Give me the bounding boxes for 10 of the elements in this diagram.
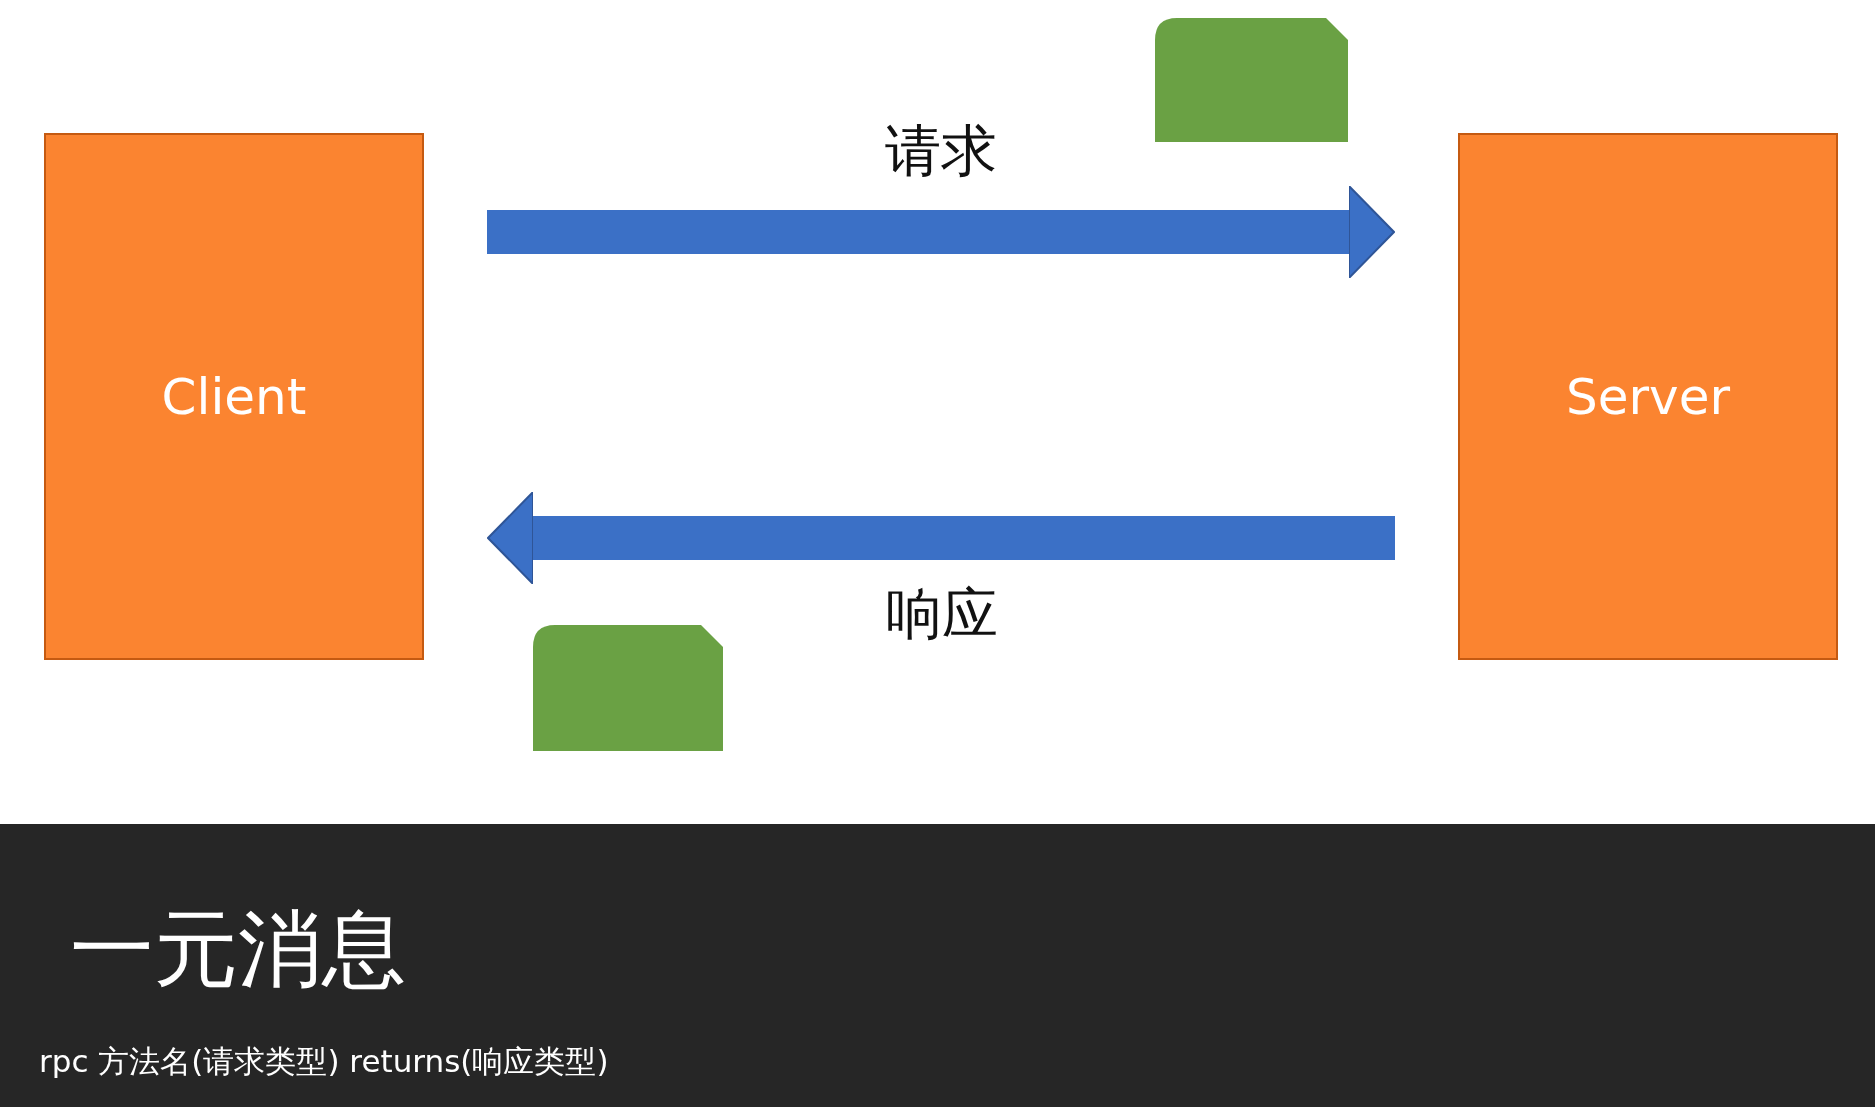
block-arrow [487, 491, 1395, 585]
message-shape [1155, 18, 1348, 142]
block-arrow [487, 185, 1395, 279]
title: 一元消息 [70, 903, 406, 996]
message-shape [533, 625, 723, 751]
node-label: Server [1566, 367, 1730, 426]
process-box [1458, 133, 1838, 660]
node-label: Client [161, 367, 307, 426]
caption: rpc 方法名(请求类型) returns(响应类型) [39, 1043, 609, 1081]
process-box [44, 133, 424, 660]
